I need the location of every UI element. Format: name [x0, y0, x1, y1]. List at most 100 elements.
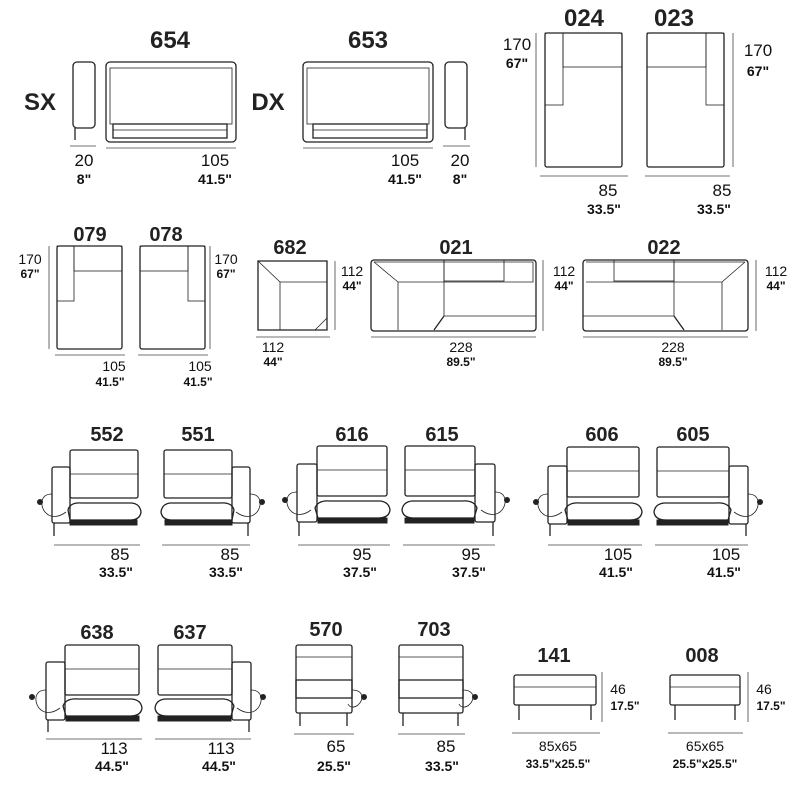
module-606-code: 606 — [585, 424, 618, 446]
module-023-drawing — [646, 32, 725, 168]
module-079-width: 105 — [102, 358, 126, 374]
module-078-code: 078 — [149, 224, 182, 246]
module-551-drawing — [160, 449, 265, 536]
module-079-depth-in: 67" — [20, 267, 39, 281]
module-023-code: 023 — [654, 5, 694, 32]
module-654-code: 654 — [150, 27, 191, 54]
module-008-size-in: 25.5"x25.5" — [673, 757, 738, 771]
module-021-depth: 112 — [553, 263, 576, 279]
module-022: 022 112 44" 228 89.5" — [582, 237, 788, 369]
module-570-width-in: 25.5" — [317, 758, 351, 774]
module-024: 024 170 67" 85 33.5" — [503, 5, 628, 217]
module-022-width-in: 89.5" — [658, 355, 687, 369]
module-023-depth: 170 — [744, 41, 772, 60]
module-021-code: 021 — [439, 237, 472, 259]
module-023-width-in: 33.5" — [697, 201, 731, 217]
module-551-code: 551 — [181, 424, 214, 446]
module-653-code: 653 — [348, 27, 388, 54]
module-551: 551 85 33.5" — [160, 424, 265, 580]
module-605-width: 105 — [712, 545, 740, 564]
module-079-width-in: 41.5" — [95, 375, 124, 389]
module-552: 552 85 33.5" — [37, 424, 142, 580]
module-606-width: 105 — [604, 545, 632, 564]
module-703: 703 85 33.5" — [398, 619, 478, 774]
module-703-width: 85 — [437, 737, 456, 756]
module-570-drawing — [295, 644, 367, 726]
module-682-width-in: 44" — [263, 355, 282, 369]
module-615-drawing — [401, 445, 510, 536]
armrest-dx: DX 20 8" — [251, 61, 470, 187]
module-682-code: 682 — [273, 237, 306, 259]
module-141: 141 46 17.5" 85x65 33.5"x25.5" — [512, 645, 640, 771]
armrest-dx-width: 20 — [451, 151, 470, 170]
module-570-code: 570 — [309, 619, 342, 641]
module-551-width: 85 — [221, 545, 240, 564]
module-024-code: 024 — [564, 5, 605, 32]
module-141-size: 85x65 — [539, 738, 577, 754]
module-024-depth: 170 — [503, 35, 531, 54]
module-022-depth-in: 44" — [766, 279, 785, 293]
module-141-code: 141 — [537, 645, 570, 667]
module-552-code: 552 — [90, 424, 123, 446]
module-682-width: 112 — [262, 339, 285, 355]
module-682-depth: 112 — [341, 263, 364, 279]
module-021-depth-in: 44" — [554, 279, 573, 293]
module-078-drawing — [139, 245, 206, 350]
module-008-code: 008 — [685, 645, 718, 667]
module-638-width: 113 — [100, 739, 127, 758]
module-008-drawing — [669, 674, 741, 720]
module-615: 615 95 37.5" — [401, 424, 510, 580]
module-078: 078 170 67" 105 41.5" — [138, 224, 238, 389]
module-654: 654 105 41.5" — [105, 27, 237, 187]
module-605-width-in: 41.5" — [707, 564, 741, 580]
module-023-width: 85 — [713, 181, 732, 200]
module-141-height-in: 17.5" — [610, 699, 639, 713]
module-021-width: 228 — [449, 339, 473, 355]
module-008-height: 46 — [756, 681, 772, 697]
armrest-sx-label: SX — [24, 89, 56, 116]
module-606-width-in: 41.5" — [599, 564, 633, 580]
module-024-drawing — [544, 32, 623, 168]
module-022-depth: 112 — [765, 263, 788, 279]
module-615-code: 615 — [425, 424, 458, 446]
module-551-width-in: 33.5" — [209, 564, 243, 580]
armrest-dx-label: DX — [251, 89, 284, 116]
module-024-width: 85 — [599, 181, 618, 200]
module-616-width: 95 — [353, 545, 372, 564]
module-703-drawing — [398, 644, 478, 726]
armrest-sx: SX 20 8" — [24, 61, 96, 187]
module-021-drawing — [370, 259, 537, 332]
module-022-width: 228 — [661, 339, 685, 355]
module-008: 008 46 17.5" 65x65 25.5"x25.5" — [668, 645, 786, 771]
module-653-width: 105 — [391, 151, 419, 170]
module-141-size-in: 33.5"x25.5" — [526, 757, 591, 771]
module-703-code: 703 — [417, 619, 450, 641]
module-079-code: 079 — [73, 224, 106, 246]
module-682-drawing — [257, 260, 328, 331]
module-024-depth-in: 67" — [506, 55, 528, 71]
module-078-width: 105 — [188, 358, 212, 374]
armrest-dx-width-in: 8" — [453, 171, 467, 187]
module-616: 616 95 37.5" — [282, 424, 391, 580]
module-605-drawing — [653, 446, 763, 536]
module-008-height-in: 17.5" — [756, 699, 785, 713]
module-653: 653 105 41.5" — [302, 27, 434, 187]
armrest-sx-drawing — [72, 61, 96, 129]
module-552-drawing — [37, 449, 142, 536]
module-606: 606 105 41.5" — [533, 424, 643, 580]
module-638-code: 638 — [80, 622, 113, 644]
module-616-drawing — [282, 445, 391, 536]
module-637-width: 113 — [207, 739, 234, 758]
module-637-code: 637 — [173, 622, 206, 644]
module-141-height: 46 — [610, 681, 626, 697]
module-022-code: 022 — [647, 237, 680, 259]
module-654-width: 105 — [201, 151, 229, 170]
armrest-dx-drawing — [444, 61, 468, 129]
module-615-width: 95 — [462, 545, 481, 564]
module-654-width-in: 41.5" — [198, 171, 232, 187]
module-616-width-in: 37.5" — [343, 564, 377, 580]
module-682: 682 112 44" 112 44" — [256, 237, 363, 369]
module-079-drawing — [56, 245, 123, 350]
armrest-sx-width-in: 8" — [77, 171, 91, 187]
